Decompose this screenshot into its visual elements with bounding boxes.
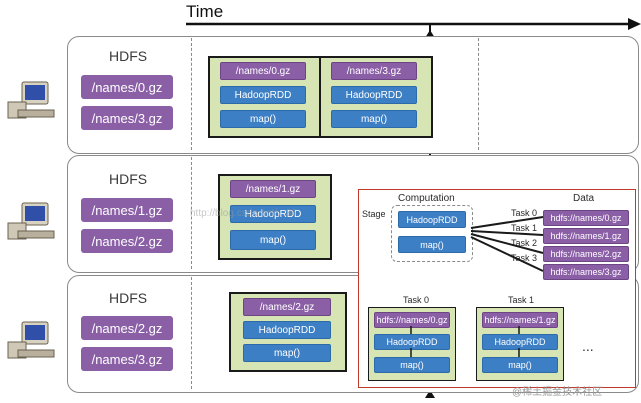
stage-map-1a: map() xyxy=(220,110,306,128)
stage-label: Stage xyxy=(362,209,386,219)
stage-rdd-1a: HadoopRDD xyxy=(220,86,306,104)
detail-data-0: hdfs://names/0.gz xyxy=(543,210,629,226)
row-divider-1b xyxy=(478,38,479,150)
detail-task-label-0: Task 0 xyxy=(511,208,538,218)
stage-rdd-2: HadoopRDD xyxy=(230,205,316,223)
time-label: Time xyxy=(186,2,224,21)
task-box-label-1: Task 1 xyxy=(508,295,535,305)
hdfs-file-3-1: /names/2.gz xyxy=(81,316,173,340)
hdfs-file-3-2: /names/3.gz xyxy=(81,347,173,371)
computer-icon xyxy=(7,81,55,119)
row-divider-3 xyxy=(191,277,192,389)
watermark-mid: http://blog.csdn.net/...36 xyxy=(190,208,297,219)
hdfs-file-2-2: /names/2.gz xyxy=(81,229,173,253)
task-box-label-0: Task 0 xyxy=(403,295,430,305)
row-divider-2 xyxy=(191,157,192,269)
stage-file-3: /names/2.gz xyxy=(243,298,331,316)
watermark-corner: @稀土掘金技术社区 xyxy=(512,387,603,398)
detail-task-label-2: Task 2 xyxy=(511,238,538,248)
task-box-file-1: hdfs://names/1.gz xyxy=(482,312,558,328)
task-box-rdd-0: HadoopRDD xyxy=(374,334,450,350)
hdfs-label-1: HDFS xyxy=(109,48,148,64)
hdfs-file-2-1: /names/1.gz xyxy=(81,198,173,222)
detail-task-label-1: Task 1 xyxy=(511,223,538,233)
task-box-map-1: map() xyxy=(482,357,558,373)
hdfs-file-1-1: /names/0.gz xyxy=(81,75,173,99)
row-divider-1 xyxy=(191,38,192,150)
detail-stage-map: map() xyxy=(398,236,466,253)
task-box-file-0: hdfs://names/0.gz xyxy=(374,312,450,328)
data-label: Data xyxy=(573,193,595,204)
stage-file-1a: /names/0.gz xyxy=(220,62,306,80)
task-box-map-0: map() xyxy=(374,357,450,373)
task-box-rdd-1: HadoopRDD xyxy=(482,334,558,350)
detail-task-label-3: Task 3 xyxy=(511,253,538,263)
stage-map-1b: map() xyxy=(331,110,417,128)
stage-file-1b: /names/3.gz xyxy=(331,62,417,80)
detail-data-3: hdfs://names/3.gz xyxy=(543,264,629,280)
stage-rdd-1b: HadoopRDD xyxy=(331,86,417,104)
stage-map-3: map() xyxy=(243,344,331,362)
computer-icon xyxy=(7,202,55,240)
detail-data-1: hdfs://names/1.gz xyxy=(543,228,629,244)
stage-rdd-3: HadoopRDD xyxy=(243,321,331,339)
more-tasks-ellipsis: ... xyxy=(582,338,594,354)
hdfs-label-3: HDFS xyxy=(109,290,148,306)
detail-data-2: hdfs://names/2.gz xyxy=(543,246,629,262)
computation-label: Computation xyxy=(398,193,455,204)
hdfs-file-1-2: /names/3.gz xyxy=(81,106,173,130)
detail-stage-rdd: HadoopRDD xyxy=(398,211,466,228)
stage-map-2: map() xyxy=(230,230,316,250)
stage-file-2: /names/1.gz xyxy=(230,180,316,198)
computer-icon xyxy=(7,321,55,359)
hdfs-label-2: HDFS xyxy=(109,171,148,187)
